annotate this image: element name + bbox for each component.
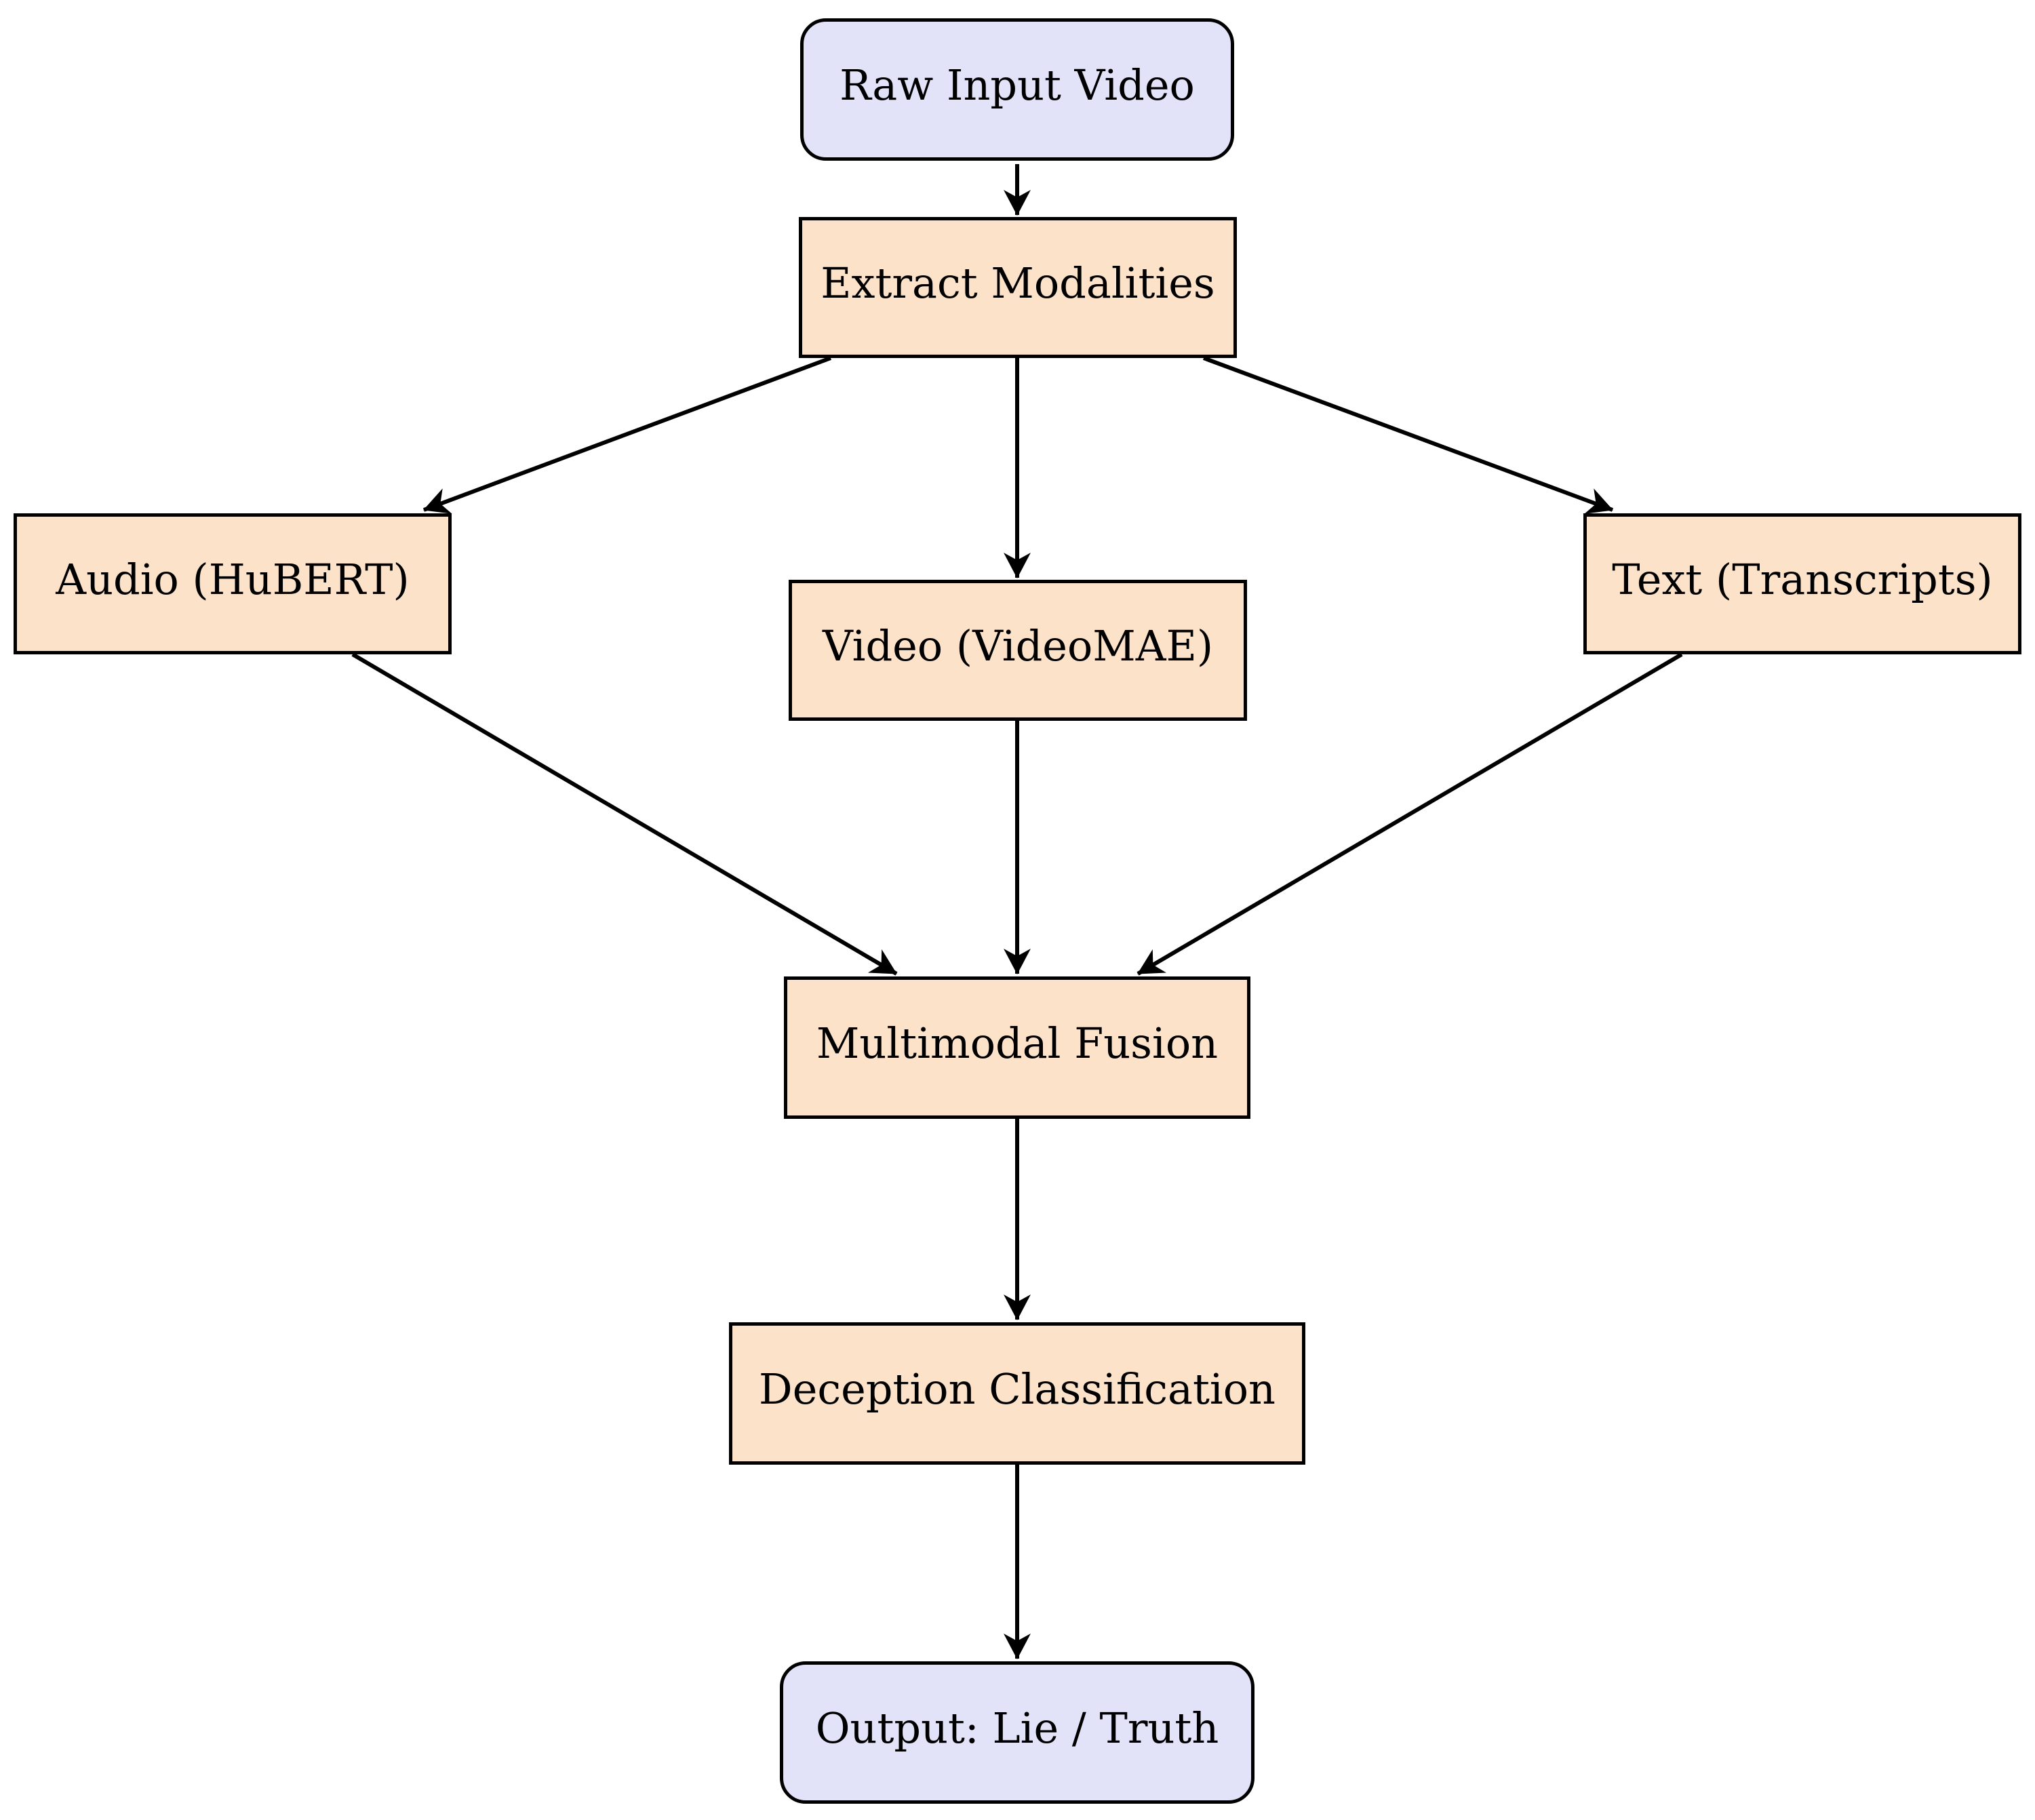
node-extract-modalities-label: Extract Modalities (821, 258, 1215, 308)
node-extract-modalities: Extract Modalities (799, 217, 1237, 358)
node-audio-hubert-label: Audio (HuBERT) (56, 554, 410, 604)
node-output-lie-truth-label: Output: Lie / Truth (815, 1703, 1219, 1753)
node-text-transcripts-label: Text (Transcripts) (1612, 554, 1993, 604)
edge-extract-to-text (1202, 356, 1614, 514)
node-output-lie-truth: Output: Lie / Truth (780, 1661, 1254, 1804)
node-audio-hubert: Audio (HuBERT) (14, 513, 452, 654)
node-deception-classification: Deception Classification (729, 1322, 1305, 1465)
edge-text-to-fusion (1137, 652, 1683, 976)
edge-extract-to-audio (422, 356, 832, 514)
node-video-videomae-label: Video (VideoMAE) (822, 620, 1214, 671)
node-text-transcripts: Text (Transcripts) (1583, 513, 2021, 654)
node-raw-input-video: Raw Input Video (800, 18, 1234, 161)
edge-audio-to-fusion (351, 652, 898, 976)
node-video-videomae: Video (VideoMAE) (789, 580, 1247, 721)
node-raw-input-video-label: Raw Input Video (839, 60, 1195, 110)
node-deception-classification-label: Deception Classification (759, 1364, 1276, 1414)
node-multimodal-fusion: Multimodal Fusion (784, 976, 1250, 1119)
node-multimodal-fusion-label: Multimodal Fusion (816, 1018, 1219, 1068)
